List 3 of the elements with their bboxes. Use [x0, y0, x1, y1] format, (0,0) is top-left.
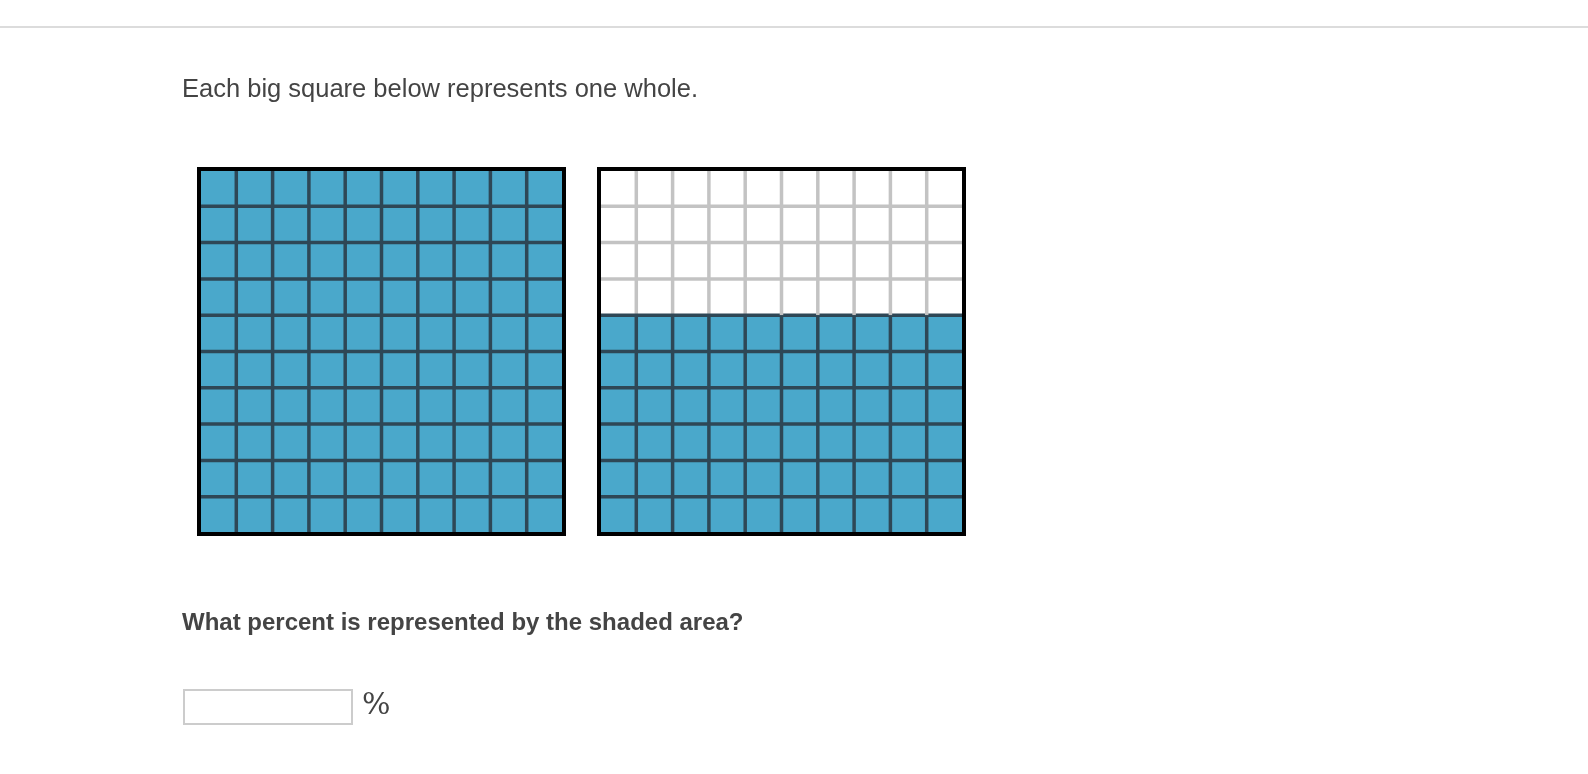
question-text: What percent is represented by the shaded area?: [182, 608, 744, 636]
percent-sign: %: [362, 686, 391, 721]
prompt-text: Each big square below represents one whole.: [182, 74, 698, 103]
